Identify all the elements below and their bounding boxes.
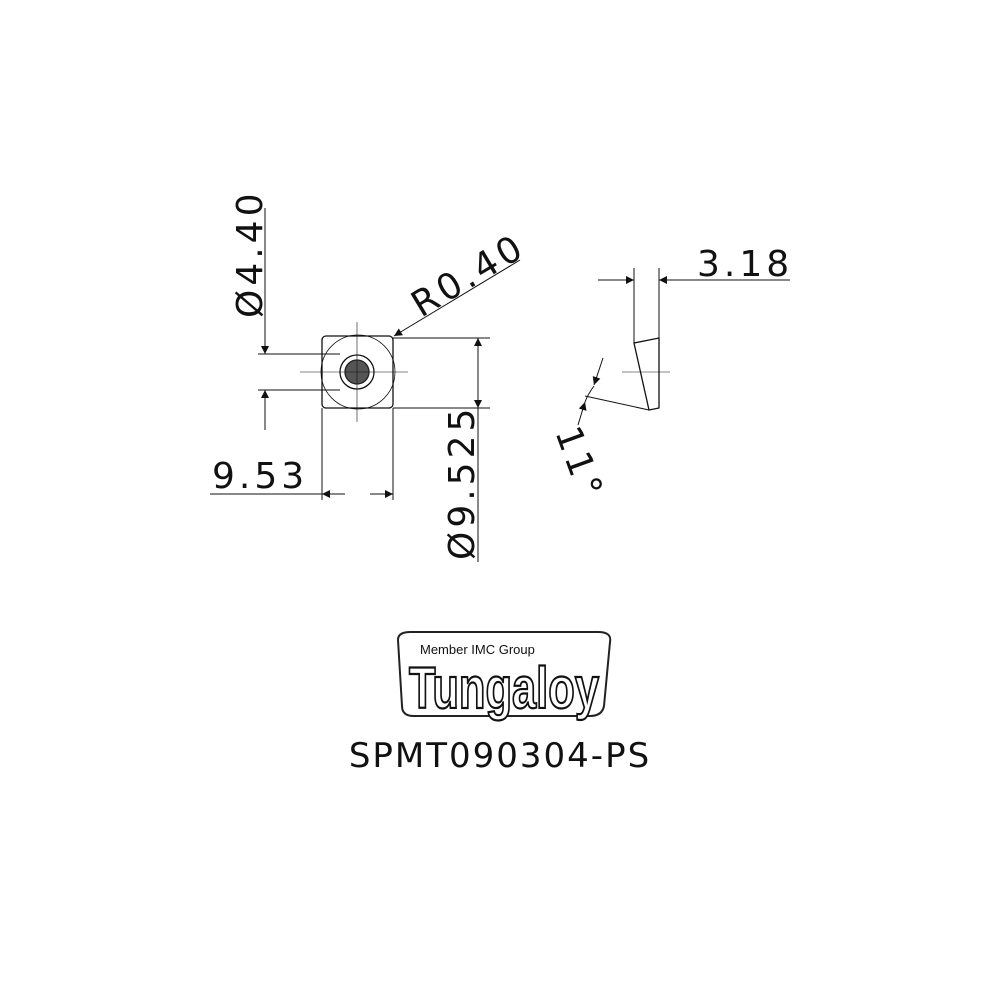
logo-brand: Tungaloy bbox=[409, 656, 599, 721]
logo-badge-outline bbox=[396, 631, 612, 717]
corner-radius-label: R0.40 bbox=[405, 226, 533, 326]
hole-diameter-label: Ø4.40 bbox=[230, 190, 271, 319]
thickness-dimension bbox=[598, 268, 790, 343]
corner-radius-dimension bbox=[393, 259, 521, 337]
clearance-angle-label: 11° bbox=[547, 421, 611, 506]
insert-top-view bbox=[300, 322, 408, 422]
insert-side-view bbox=[622, 337, 670, 411]
inscribed-circle-dimension bbox=[393, 337, 490, 562]
edge-length-label: 9.53 bbox=[212, 456, 308, 497]
part-number: SPMT090304-PS bbox=[349, 736, 651, 776]
hole-diameter-dimension bbox=[258, 208, 340, 430]
side-profile bbox=[633, 337, 660, 411]
clearance-angle-dimension bbox=[577, 357, 650, 426]
tungaloy-logo: Member IMC Group Tungaloy bbox=[396, 631, 612, 722]
thickness-label: 3.18 bbox=[697, 244, 793, 285]
logo-tagline: Member IMC Group bbox=[420, 642, 535, 657]
inscribed-circle-label: Ø9.525 bbox=[442, 405, 483, 560]
edge-length-dimension bbox=[210, 408, 394, 500]
